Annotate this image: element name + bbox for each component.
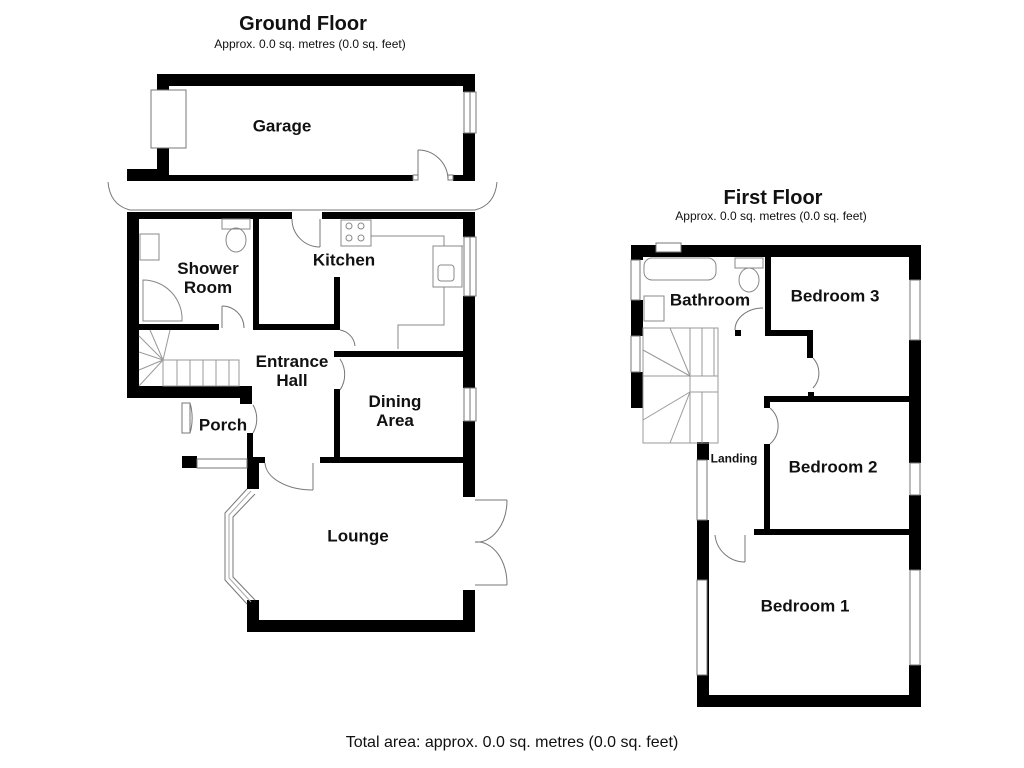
total-area-text: Total area: approx. 0.0 sq. metres (0.0 …: [345, 734, 679, 751]
first-floor-staircase-icon: [642, 327, 719, 444]
ground-floor-area: Approx. 0.0 sq. metres (0.0 sq. feet): [214, 37, 406, 51]
room-label-dining-area: Dining Area: [369, 392, 422, 430]
room-label-bedroom-1: Bedroom 1: [760, 596, 850, 616]
house-walls: [127, 212, 475, 632]
first-floor-door-swings: [714, 307, 820, 563]
kitchen-fixtures: [340, 219, 463, 349]
shower-room-fixtures: [139, 218, 251, 322]
room-label-garage: Garage: [252, 116, 312, 136]
sink-icon: [432, 245, 463, 288]
bath-icon: [643, 257, 717, 281]
first-floor-area: Approx. 0.0 sq. metres (0.0 sq. feet): [675, 209, 867, 223]
room-label-kitchen: Kitchen: [312, 250, 376, 270]
basin-icon: [139, 233, 160, 261]
first-floor-windows: [630, 242, 921, 676]
first-floor-title: First Floor: [723, 187, 823, 209]
first-floor-plan: [630, 242, 921, 707]
hob-icon: [340, 219, 372, 247]
bay-window-icon: [224, 488, 248, 605]
toilet-icon: [738, 267, 760, 293]
room-label-porch: Porch: [198, 415, 248, 435]
toilet-cistern-icon: [734, 257, 764, 269]
ground-floor-title: Ground Floor: [239, 13, 367, 35]
french-doors-icon: [474, 499, 508, 586]
door-swing-icon: [417, 149, 449, 181]
canopy-outline: [107, 181, 498, 211]
garage-door-icon: [150, 89, 187, 149]
first-floor-walls: [631, 245, 921, 707]
staircase-icon: [138, 329, 240, 387]
shower-tray-icon: [142, 279, 183, 322]
toilet-cistern-icon: [221, 218, 251, 230]
toilet-icon: [225, 227, 247, 253]
room-label-bedroom-3: Bedroom 3: [790, 286, 880, 306]
entrance-hall-line-1: Entrance: [255, 352, 329, 371]
shower-room-line-1: Shower: [177, 259, 239, 278]
entrance-hall-line-2: Hall: [276, 371, 308, 390]
garage-walls: [127, 74, 475, 181]
ground-floor-plan: [107, 74, 508, 632]
room-label-bathroom: Bathroom: [669, 290, 751, 310]
room-label-bedroom-2: Bedroom 2: [788, 457, 878, 477]
room-label-shower-room: Shower Room: [177, 259, 238, 297]
basin-icon: [643, 295, 665, 322]
shower-room-line-2: Room: [183, 278, 233, 297]
dining-area-line-1: Dining: [368, 392, 422, 411]
room-label-lounge: Lounge: [327, 526, 389, 546]
door-swings: [189, 218, 356, 491]
room-label-entrance-hall: Entrance Hall: [256, 352, 329, 390]
bathroom-fixtures: [643, 257, 764, 322]
room-label-landing: Landing: [710, 451, 758, 466]
dining-area-line-2: Area: [376, 411, 414, 430]
